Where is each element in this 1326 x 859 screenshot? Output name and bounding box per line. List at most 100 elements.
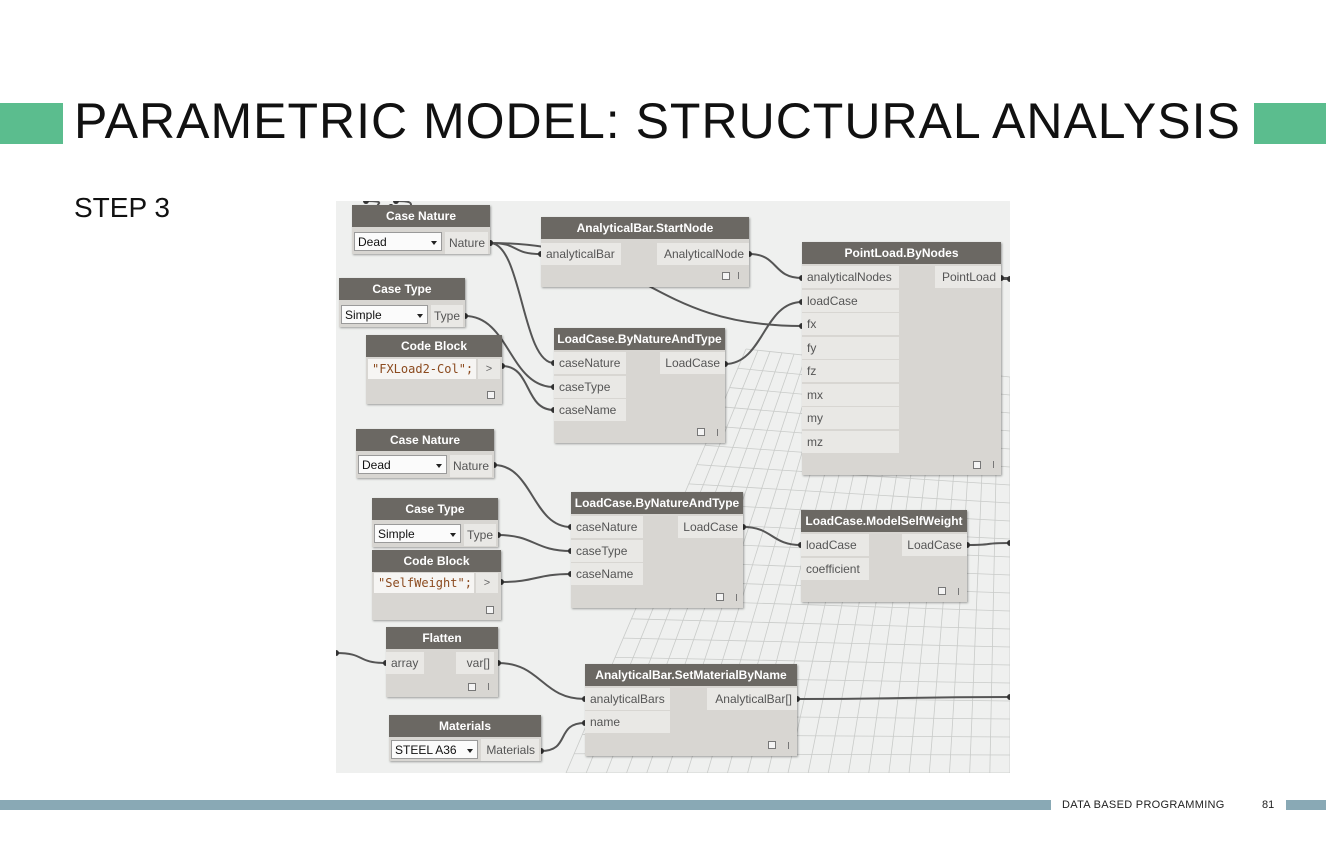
connector-wire[interactable]	[724, 301, 803, 365]
port-dot	[1007, 540, 1010, 546]
output-port-type[interactable]: Type	[464, 524, 496, 546]
preview-toggle-icon[interactable]	[716, 593, 724, 601]
output-port-type[interactable]: Type	[431, 305, 463, 327]
output-port-code[interactable]: >	[476, 573, 498, 593]
connector-wire[interactable]	[500, 573, 572, 583]
case-nature-dropdown[interactable]: Dead	[358, 455, 447, 474]
output-port-load-case[interactable]: LoadCase	[902, 534, 967, 556]
case-type-dropdown[interactable]: Simple	[341, 305, 428, 324]
preview-toggle-icon[interactable]	[938, 587, 946, 595]
node-title: LoadCase.ByNatureAndType	[571, 492, 743, 514]
materials-dropdown[interactable]: STEEL A36	[391, 740, 478, 759]
chevron-down-icon	[431, 241, 437, 245]
input-port-case-nature[interactable]: caseNature	[571, 516, 643, 538]
input-port-case-name[interactable]: caseName	[571, 563, 643, 585]
chevron-down-icon	[450, 533, 456, 537]
connector-wire[interactable]	[796, 696, 1010, 700]
output-port-analytical-node[interactable]: AnalyticalNode	[657, 243, 749, 265]
node-case-type-2[interactable]: Case Type Simple Type	[372, 498, 498, 547]
dropdown-value: STEEL A36	[395, 743, 457, 757]
input-port-fx[interactable]: fx	[802, 313, 899, 335]
node-case-type-1[interactable]: Case Type Simple Type	[339, 278, 465, 327]
node-code-block-2[interactable]: Code Block "SelfWeight"; >	[372, 550, 501, 620]
connector-wire[interactable]	[501, 365, 555, 411]
dynamo-graph-canvas[interactable]: Case Nature Dead Nature Case Type Simple…	[336, 201, 1010, 773]
node-state-icon	[488, 683, 489, 690]
preview-toggle-icon[interactable]	[973, 461, 981, 469]
preview-toggle-icon[interactable]	[486, 606, 494, 614]
node-analytical-bar-start-node[interactable]: AnalyticalBar.StartNode analyticalBar An…	[541, 217, 749, 287]
connector-wire[interactable]	[336, 652, 387, 664]
node-state-icon	[958, 588, 959, 595]
footer-bar-end	[1286, 800, 1326, 810]
port-dot	[336, 650, 339, 656]
input-port-case-nature[interactable]: caseNature	[554, 352, 626, 374]
code-editor[interactable]: "SelfWeight";	[374, 573, 474, 593]
node-code-block-1[interactable]: Code Block "FXLoad2-Col"; >	[366, 335, 502, 404]
node-case-nature-2[interactable]: Case Nature Dead Nature	[356, 429, 494, 478]
connector-wire[interactable]	[497, 662, 586, 700]
case-type-dropdown[interactable]: Simple	[374, 524, 461, 543]
output-port-code[interactable]: >	[478, 359, 500, 379]
node-state-icon	[736, 594, 737, 601]
code-editor[interactable]: "FXLoad2-Col";	[368, 359, 476, 379]
input-port-fy[interactable]: fy	[802, 337, 899, 359]
node-title: AnalyticalBar.StartNode	[541, 217, 749, 239]
output-port-nature[interactable]: Nature	[450, 455, 492, 477]
output-port-load-case[interactable]: LoadCase	[678, 516, 743, 538]
node-load-case-by-nature-and-type-2[interactable]: LoadCase.ByNatureAndType caseNature case…	[571, 492, 743, 608]
connector-wire[interactable]	[497, 534, 572, 552]
input-port-analytical-bar[interactable]: analyticalBar	[541, 243, 621, 265]
node-title: Case Type	[339, 278, 465, 300]
preview-toggle-icon[interactable]	[697, 428, 705, 436]
connector-wire[interactable]	[464, 315, 555, 388]
node-load-case-by-nature-and-type-1[interactable]: LoadCase.ByNatureAndType caseNature case…	[554, 328, 725, 443]
dropdown-value: Simple	[345, 308, 382, 322]
footer-label: DATA BASED PROGRAMMING	[1062, 799, 1225, 811]
node-case-nature-1[interactable]: Case Nature Dead Nature	[352, 205, 490, 254]
node-point-load-by-nodes[interactable]: PointLoad.ByNodes analyticalNodes loadCa…	[802, 242, 1001, 475]
input-port-mz[interactable]: mz	[802, 431, 899, 453]
input-port-my[interactable]: my	[802, 407, 899, 429]
connector-wire[interactable]	[489, 242, 555, 364]
input-port-coefficient[interactable]: coefficient	[801, 558, 869, 580]
node-materials[interactable]: Materials STEEL A36 Materials	[389, 715, 541, 761]
input-port-analytical-bars[interactable]: analyticalBars	[585, 688, 670, 710]
output-port-var[interactable]: var[]	[456, 652, 494, 674]
preview-toggle-icon[interactable]	[487, 391, 495, 399]
connector-wire[interactable]	[493, 464, 572, 528]
input-port-array[interactable]: array	[386, 652, 424, 674]
preview-toggle-icon[interactable]	[768, 741, 776, 749]
connector-wire[interactable]	[742, 526, 802, 546]
connector-wire[interactable]	[966, 542, 1010, 546]
case-nature-dropdown[interactable]: Dead	[354, 232, 442, 251]
node-title: LoadCase.ModelSelfWeight	[801, 510, 967, 532]
input-port-case-type[interactable]: caseType	[571, 540, 643, 562]
preview-toggle-icon[interactable]	[722, 272, 730, 280]
node-load-case-model-self-weight[interactable]: LoadCase.ModelSelfWeight loadCase coeffi…	[801, 510, 967, 602]
dropdown-value: Simple	[378, 527, 415, 541]
input-port-case-type[interactable]: caseType	[554, 376, 626, 398]
output-port-load-case[interactable]: LoadCase	[660, 352, 725, 374]
input-port-fz[interactable]: fz	[802, 360, 899, 382]
dropdown-value: Dead	[362, 458, 391, 472]
connector-wire[interactable]	[748, 253, 803, 279]
output-port-point-load[interactable]: PointLoad	[935, 266, 1001, 288]
input-port-load-case[interactable]: loadCase	[801, 534, 869, 556]
preview-toggle-icon[interactable]	[468, 683, 476, 691]
node-flatten[interactable]: Flatten array var[]	[386, 627, 498, 697]
input-port-mx[interactable]: mx	[802, 384, 899, 406]
connector-wires	[336, 201, 1010, 754]
input-port-load-case[interactable]: loadCase	[802, 290, 899, 312]
connector-wire[interactable]	[540, 722, 586, 752]
output-port-nature[interactable]: Nature	[445, 232, 488, 254]
output-port-materials[interactable]: Materials	[481, 739, 539, 761]
input-port-case-name[interactable]: caseName	[554, 399, 626, 421]
title-accent-left	[0, 103, 63, 144]
node-analytical-bar-set-material-by-name[interactable]: AnalyticalBar.SetMaterialByName analytic…	[585, 664, 797, 756]
input-port-analytical-nodes[interactable]: analyticalNodes	[802, 266, 899, 288]
input-port-name[interactable]: name	[585, 711, 670, 733]
step-label: STEP 3	[74, 192, 170, 223]
output-port-analytical-bar-list[interactable]: AnalyticalBar[]	[707, 688, 797, 710]
node-title: Code Block	[366, 335, 502, 357]
